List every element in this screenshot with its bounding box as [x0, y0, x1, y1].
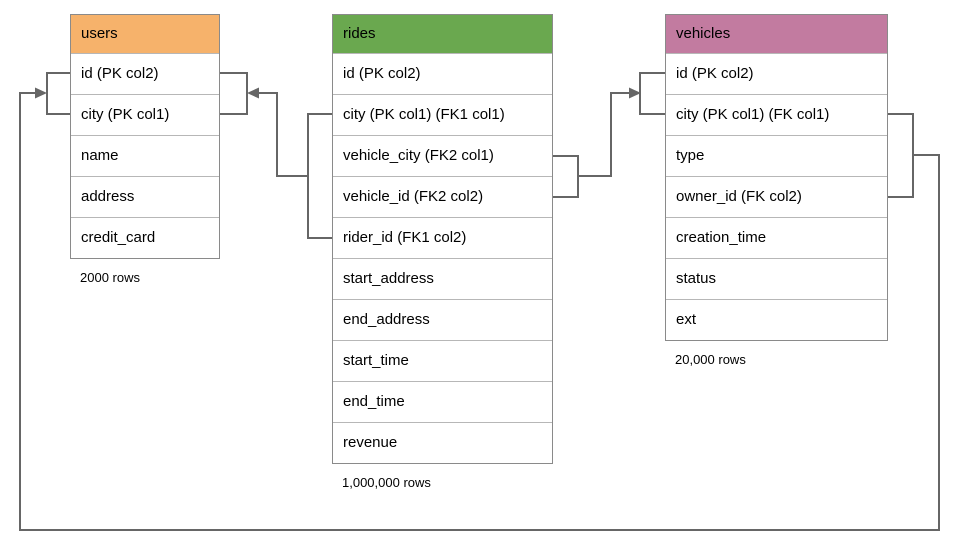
rides-column-vehicle-id: vehicle_id (FK2 col2) [333, 176, 552, 217]
fk-loop-line [19, 92, 940, 531]
vehicles-right-bracket [888, 113, 914, 198]
vehicles-column-creation-time: creation_time [666, 217, 887, 258]
vehicles-column-city: city (PK col1) (FK col1) [666, 94, 887, 135]
vehicles-column-owner-id: owner_id (FK col2) [666, 176, 887, 217]
table-users-box: users id (PK col2) city (PK col1) name a… [70, 14, 220, 259]
fk-arrowhead [35, 87, 47, 99]
rides-row-count: 1,000,000 rows [342, 475, 431, 490]
users-column-city: city (PK col1) [71, 94, 219, 135]
users-left-bracket [46, 72, 70, 115]
users-column-name: name [71, 135, 219, 176]
rides-right-bracket [553, 155, 579, 198]
rides-left-bracket [307, 113, 332, 239]
fk1-arrowhead [247, 87, 259, 99]
table-rides-header: rides [333, 15, 552, 53]
users-row-count: 2000 rows [80, 270, 140, 285]
table-vehicles-header: vehicles [666, 15, 887, 53]
fk-connector-vehicles-to-users [19, 72, 940, 531]
fk2-connector-rides-to-vehicles [553, 72, 665, 198]
users-column-address: address [71, 176, 219, 217]
fk2-elbow-line [578, 92, 630, 177]
vehicles-row-count: 20,000 rows [675, 352, 746, 367]
rides-column-end-address: end_address [333, 299, 552, 340]
rides-column-vehicle-city: vehicle_city (FK2 col1) [333, 135, 552, 176]
vehicles-column-ext: ext [666, 299, 887, 340]
vehicles-column-id: id (PK col2) [666, 53, 887, 94]
rides-column-id: id (PK col2) [333, 53, 552, 94]
vehicles-column-type: type [666, 135, 887, 176]
table-rides: rides id (PK col2) city (PK col1) (FK1 c… [332, 14, 553, 490]
rides-column-rider-id: rider_id (FK1 col2) [333, 217, 552, 258]
table-rides-box: rides id (PK col2) city (PK col1) (FK1 c… [332, 14, 553, 464]
rides-column-end-time: end_time [333, 381, 552, 422]
table-users: users id (PK col2) city (PK col1) name a… [70, 14, 220, 285]
users-right-bracket [220, 72, 248, 115]
rides-column-start-address: start_address [333, 258, 552, 299]
rides-column-city: city (PK col1) (FK1 col1) [333, 94, 552, 135]
vehicles-left-bracket [639, 72, 665, 115]
users-column-id: id (PK col2) [71, 53, 219, 94]
table-vehicles: vehicles id (PK col2) city (PK col1) (FK… [665, 14, 888, 367]
rides-column-revenue: revenue [333, 422, 552, 463]
fk2-arrowhead [629, 87, 641, 99]
vehicles-column-status: status [666, 258, 887, 299]
fk1-elbow-line [258, 92, 308, 177]
table-vehicles-box: vehicles id (PK col2) city (PK col1) (FK… [665, 14, 888, 341]
rides-column-start-time: start_time [333, 340, 552, 381]
table-users-header: users [71, 15, 219, 53]
fk1-connector-rides-to-users [220, 72, 332, 239]
users-column-credit-card: credit_card [71, 217, 219, 258]
